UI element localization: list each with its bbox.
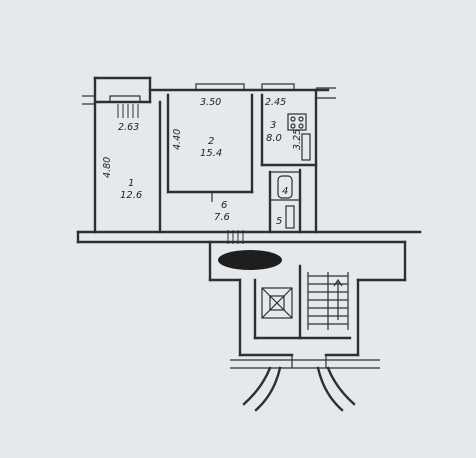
room3-length-label: 3.25 (292, 129, 303, 150)
room3-area: 8.0 (266, 133, 282, 144)
bathtub-icon (277, 175, 293, 199)
elevator-icon (261, 287, 293, 319)
room2-width-label: 3.50 (200, 97, 221, 108)
stove-icon (287, 113, 307, 131)
apartment-walls (76, 76, 422, 244)
room2-area: 15.4 (200, 148, 222, 159)
room1-number: 1 (128, 178, 134, 189)
wc-fixture (285, 205, 295, 229)
room6-number: 6 (221, 200, 227, 211)
room5-number: 5 (276, 216, 282, 227)
room1-length-label: 4.80 (102, 157, 113, 178)
room1-area: 12.6 (120, 190, 142, 201)
room2-length-label: 4.40 (172, 129, 183, 150)
room6-area: 7.6 (214, 212, 230, 223)
room1-width-label: 2.63 (118, 122, 139, 133)
stairs-icon (307, 272, 349, 330)
room3-width-label: 2.45 (265, 97, 286, 108)
windows (109, 83, 295, 103)
stairwell-walls (208, 240, 407, 369)
partitions (158, 93, 318, 234)
room2-number: 2 (208, 136, 214, 147)
room3-number: 3 (270, 120, 276, 131)
kitchen-counter (301, 133, 311, 161)
room4-number: 4 (282, 186, 288, 197)
redaction-mark (218, 250, 282, 270)
wall-hatching (117, 104, 244, 244)
entrance (242, 355, 356, 412)
